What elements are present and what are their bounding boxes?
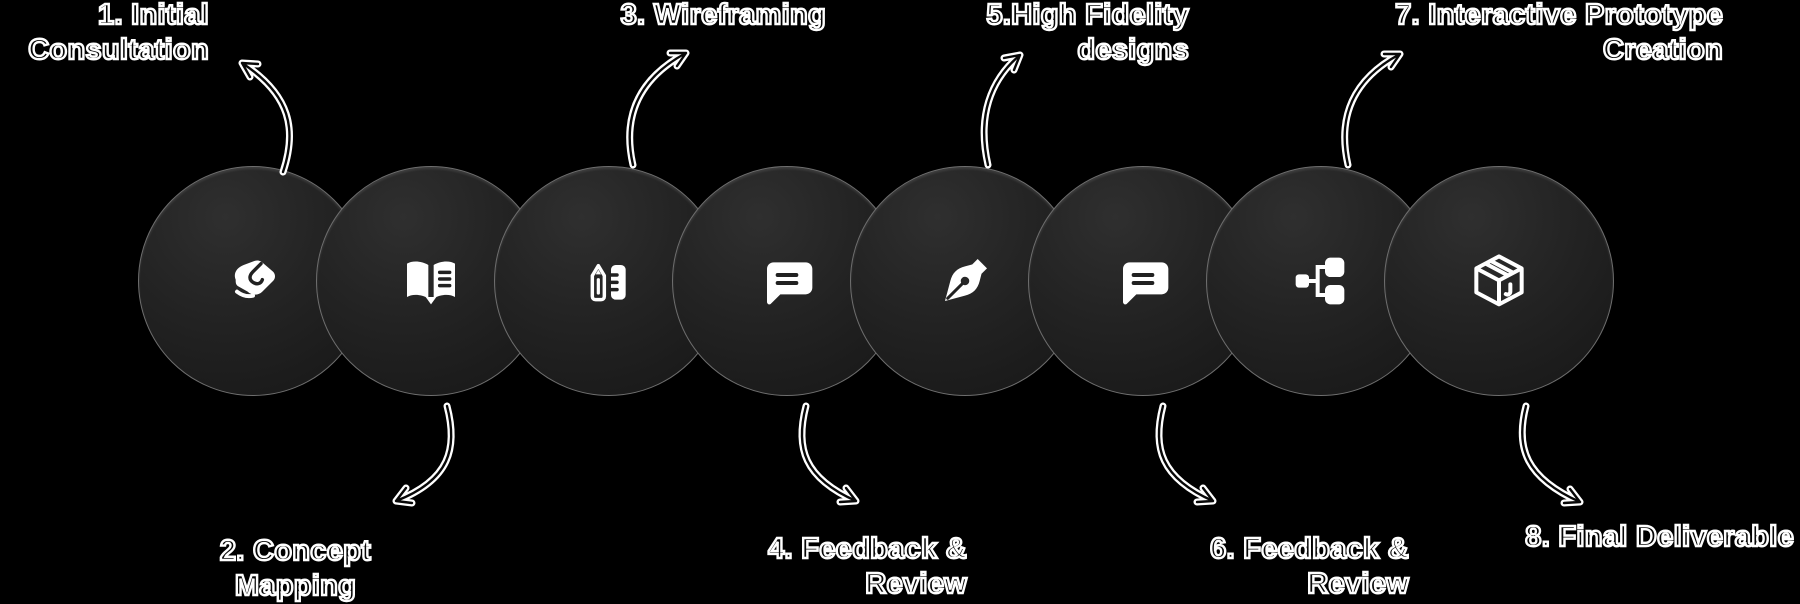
step-circle-3 [494, 166, 724, 396]
arrow-step-5 [980, 51, 1024, 169]
arrow-step-1 [238, 59, 293, 176]
arrow-step-3 [626, 49, 690, 169]
open-book-icon [407, 261, 455, 305]
label-step-1: 1. Initial Consultation [27, 0, 210, 67]
label-step-5: 5.High Fidelity designs [985, 0, 1190, 67]
pencil-list-icon [590, 263, 626, 302]
label-step-2: 2. Concept Mapping [219, 534, 372, 603]
arrow-step-8 [1518, 402, 1584, 507]
label-step-4: 4. Feedback & Review [767, 532, 968, 601]
arrow-step-4 [798, 402, 860, 506]
handshake-icon [234, 260, 275, 299]
pen-nib-icon [945, 259, 987, 301]
label-step-8: 8. Final Deliverable [1524, 520, 1795, 554]
label-step-3: 3. Wireframing [619, 0, 826, 32]
arrow-step-7 [1341, 50, 1404, 169]
chat-bubble-icon [767, 262, 813, 305]
label-step-6: 6. Feedback & Review [1209, 532, 1410, 601]
arrow-step-6 [1155, 402, 1217, 506]
package-icon [1474, 254, 1524, 307]
label-step-7: 7. Interactive Prototype Creation [1394, 0, 1724, 67]
chat-bubble-icon [1123, 262, 1169, 305]
step-circle-8 [1384, 166, 1614, 396]
arrow-step-2 [392, 402, 455, 507]
flow-nodes-icon [1295, 257, 1345, 305]
